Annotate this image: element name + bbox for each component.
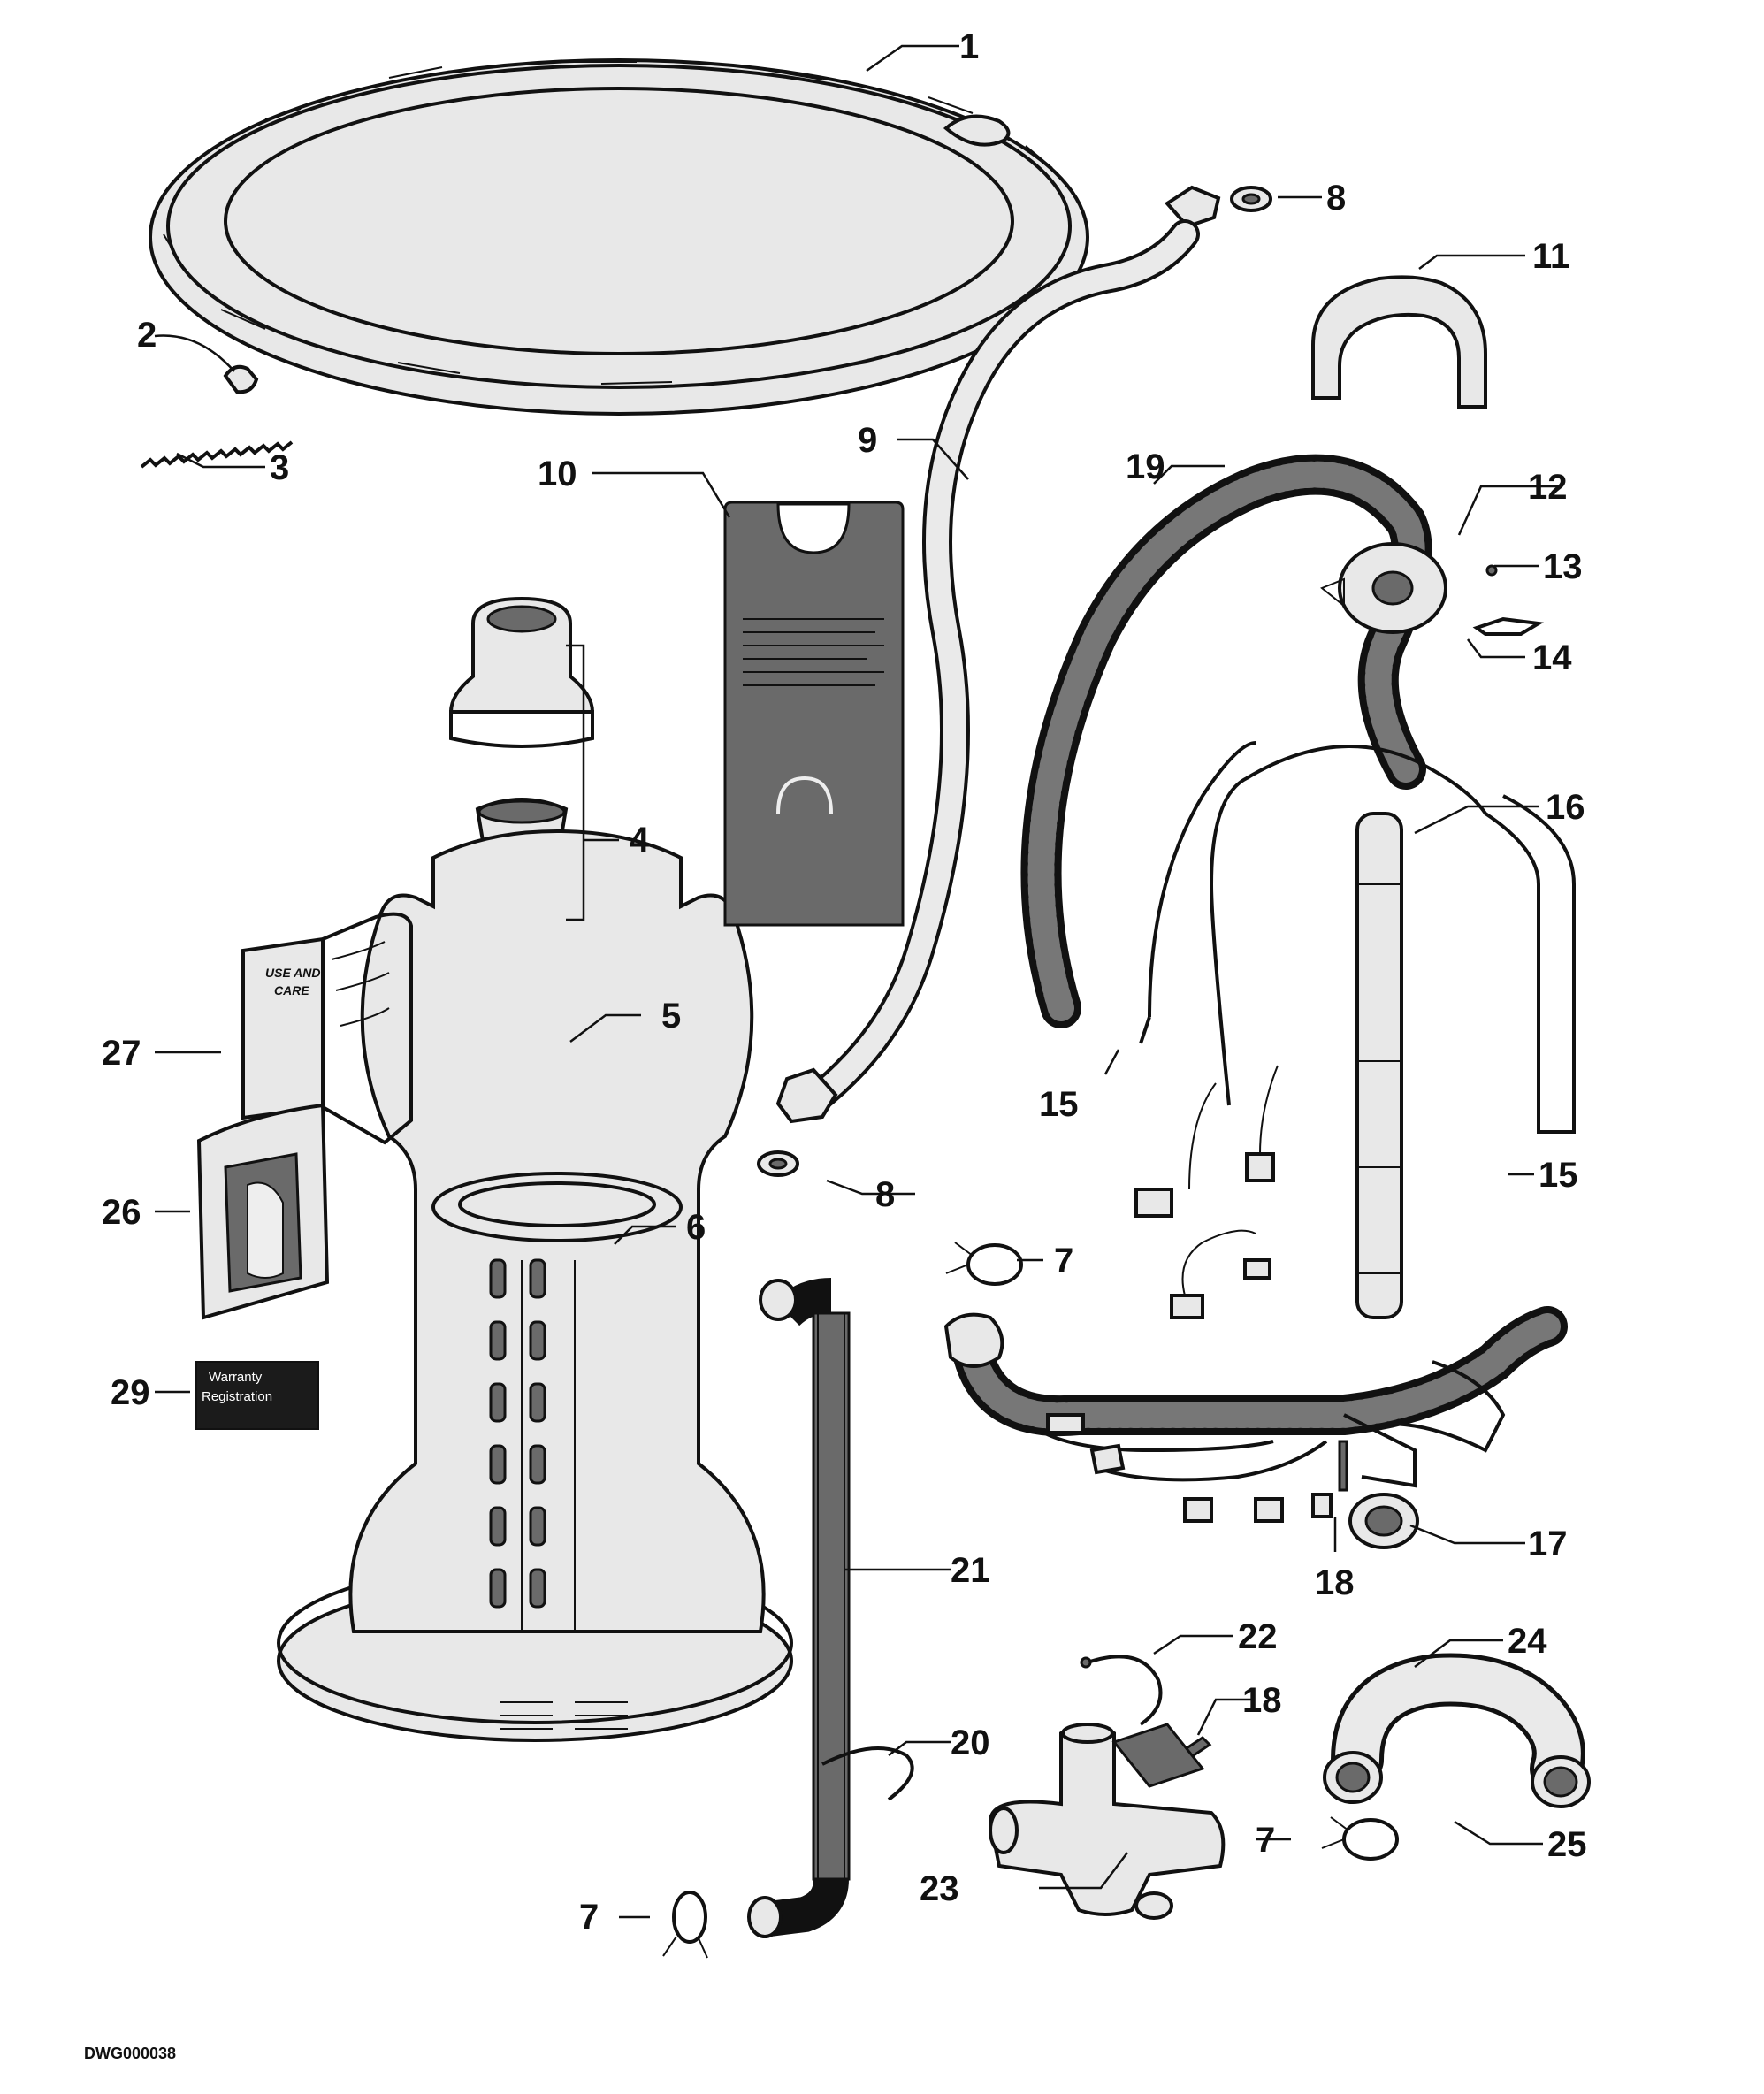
callout-5: 5 <box>661 997 681 1036</box>
part-spring <box>140 440 294 469</box>
drawing-number: DWG000038 <box>84 2044 176 2062</box>
manual-title-line1: USE AND <box>265 966 321 980</box>
callout-19: 19 <box>1126 447 1165 486</box>
callout-8: 8 <box>1326 179 1346 218</box>
callout-9: 9 <box>858 421 877 460</box>
callout-3: 3 <box>270 448 289 487</box>
callout-26: 26 <box>102 1193 141 1232</box>
registration-card-line1: Warranty <box>209 1370 263 1385</box>
callout-14: 14 <box>1532 638 1572 677</box>
callout-7: 7 <box>579 1898 599 1937</box>
part-hose-clamp <box>1321 1816 1399 1861</box>
part-use-and-care-manual: USE AND CARE <box>241 912 413 1145</box>
callout-16: 16 <box>1546 788 1585 827</box>
registration-card-line2: Registration <box>202 1389 272 1404</box>
part-fill-tube <box>747 1278 851 1938</box>
part-clip <box>1472 616 1544 636</box>
part-pressure-switch <box>1320 542 1447 634</box>
part-washer <box>757 1150 799 1177</box>
callout-12: 12 <box>1528 468 1568 507</box>
callout-17: 17 <box>1528 1525 1568 1563</box>
callout-22: 22 <box>1238 1617 1278 1656</box>
part-wire-harness <box>1134 741 1576 1319</box>
callout-24: 24 <box>1508 1622 1547 1661</box>
part-hose-clamp <box>945 1242 1023 1286</box>
manual-title-line2: CARE <box>274 983 309 997</box>
callout-13: 13 <box>1543 547 1583 586</box>
callout-labels: 1 2 3 4 5 6 7 7 7 8 8 9 10 11 12 13 14 1… <box>102 27 1587 1937</box>
part-sump-hose <box>943 1306 1568 1549</box>
part-overflow-tube <box>1355 812 1403 1319</box>
callout-18: 18 <box>1242 1681 1282 1720</box>
part-wire-clip <box>1080 1655 1163 1726</box>
part-drain-hose <box>1020 454 1432 1028</box>
part-warranty-registration-card: Warranty Registration <box>195 1361 319 1430</box>
callout-18: 18 <box>1315 1563 1355 1602</box>
part-hose-clamp <box>662 1891 708 1959</box>
callout-15: 15 <box>1039 1085 1079 1124</box>
part-literature-bag <box>196 1103 330 1320</box>
callout-29: 29 <box>111 1373 150 1412</box>
part-wire-clip <box>821 1746 914 1801</box>
part-screw <box>1485 564 1498 577</box>
callout-15: 15 <box>1539 1156 1578 1195</box>
callout-21: 21 <box>951 1551 990 1590</box>
part-hose-elbow <box>1323 1653 1591 1808</box>
callout-7: 7 <box>1256 1821 1275 1860</box>
part-fill-hose <box>775 185 1221 1124</box>
part-water-valve <box>988 1723 1226 1920</box>
callout-6: 6 <box>686 1208 706 1247</box>
callout-8: 8 <box>875 1175 895 1214</box>
part-instruction-tag <box>723 501 905 927</box>
callout-4: 4 <box>630 821 650 860</box>
callout-27: 27 <box>102 1034 141 1073</box>
callout-25: 25 <box>1547 1825 1587 1864</box>
part-tub-ring <box>149 58 1089 416</box>
callout-2: 2 <box>137 316 157 355</box>
part-hose-guide <box>1311 275 1487 409</box>
part-washer <box>1230 186 1272 212</box>
callout-10: 10 <box>538 455 577 493</box>
callout-20: 20 <box>951 1723 990 1762</box>
callout-11: 11 <box>1532 237 1569 276</box>
part-agitator <box>277 829 793 1742</box>
callout-1: 1 <box>959 27 979 66</box>
callout-23: 23 <box>920 1869 959 1908</box>
part-clip <box>223 364 259 394</box>
leader-lines <box>154 44 1561 1919</box>
callout-7: 7 <box>1054 1242 1073 1280</box>
